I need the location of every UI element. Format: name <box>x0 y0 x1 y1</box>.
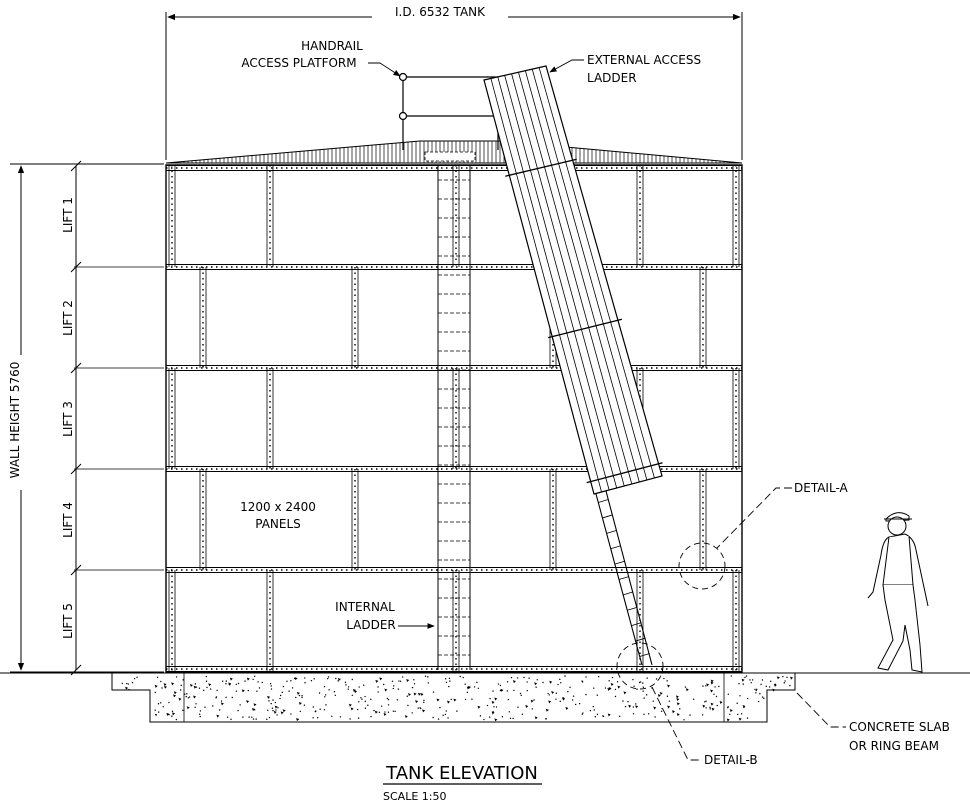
detail-b-circle <box>616 642 664 690</box>
ext-ladder-label-line2: LADDER <box>587 71 637 85</box>
roof-hatch-opening <box>424 151 476 162</box>
wall-height-dimension: WALL HEIGHT 5760 <box>8 163 164 673</box>
lift-1-label: LIFT 1 <box>61 197 75 233</box>
ext-ladder-label-line1: EXTERNAL ACCESS <box>587 53 701 67</box>
tank-shell <box>165 164 743 673</box>
detail-b-callout: DETAIL-B <box>616 642 758 767</box>
handrail-label-line2: ACCESS PLATFORM <box>241 56 356 70</box>
width-dimension-label: I.D. 6532 TANK <box>395 5 486 19</box>
drawing-title-block: TANK ELEVATION SCALE 1:50 <box>383 763 542 800</box>
concrete-label-line2: OR RING BEAM <box>849 739 939 753</box>
external-ladder-callout: EXTERNAL ACCESS LADDER <box>549 53 701 85</box>
internal-ladder <box>437 166 471 670</box>
lift-4-label: LIFT 4 <box>61 502 75 538</box>
internal-ladder-label-line1: INTERNAL <box>335 600 395 614</box>
external-access-ladder <box>483 65 663 666</box>
width-dimension: I.D. 6532 TANK <box>165 5 743 160</box>
wall-height-label: WALL HEIGHT 5760 <box>8 362 22 479</box>
lift-dimension-chain: LIFT 1 LIFT 2 LIFT 3 LIFT 4 LIFT 5 <box>61 160 164 676</box>
detail-a-label: DETAIL-A <box>794 481 849 495</box>
concrete-callout: CONCRETE SLAB OR RING BEAM <box>796 692 950 753</box>
handrail-callout: HANDRAIL ACCESS PLATFORM <box>241 39 401 77</box>
detail-a-callout: DETAIL-A <box>678 481 849 590</box>
lift-5-label: LIFT 5 <box>61 603 75 639</box>
lift-3-label: LIFT 3 <box>61 401 75 437</box>
panels-label-line1: 1200 x 2400 <box>240 500 316 514</box>
person-figure <box>867 512 929 673</box>
tank-roof <box>165 140 743 164</box>
lift-2-label: LIFT 2 <box>61 300 75 336</box>
concrete-foundation <box>111 672 796 723</box>
detail-b-label: DETAIL-B <box>704 753 758 767</box>
handrail-label-line1: HANDRAIL <box>301 39 363 53</box>
concrete-label-line1: CONCRETE SLAB <box>849 720 950 734</box>
drawing-title: TANK ELEVATION <box>385 763 538 784</box>
detail-a-circle <box>678 542 726 590</box>
panels-label-line2: PANELS <box>255 517 301 531</box>
internal-ladder-callout: INTERNAL LADDER <box>335 600 435 632</box>
drawing-scale: SCALE 1:50 <box>383 790 446 800</box>
internal-ladder-label-line2: LADDER <box>346 618 396 632</box>
